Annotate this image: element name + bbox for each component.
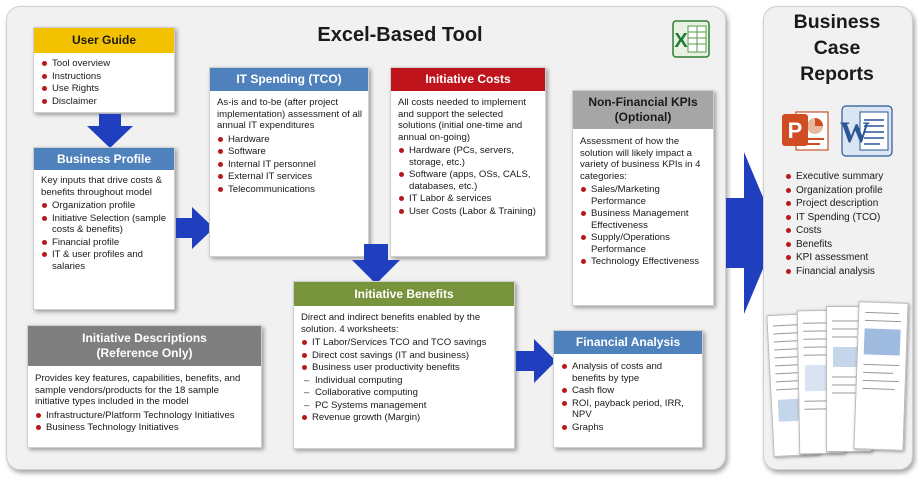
non-financial-item: Supply/Operations Performance (580, 232, 708, 255)
report-item: IT Spending (TCO) (785, 212, 910, 225)
report-item: Project description (785, 198, 910, 211)
initiative-costs-header: Initiative Costs (391, 68, 545, 91)
financial-analysis-item: Graphs (561, 422, 697, 434)
initiative-benefits-header: Initiative Benefits (294, 282, 514, 306)
financial-analysis-item: ROI, payback period, IRR, NPV (561, 398, 697, 421)
excel-icon: X (672, 20, 710, 58)
reports-title-line: Case (813, 37, 861, 59)
initiative-costs-item: User Costs (Labor & Training) (398, 206, 540, 218)
business-profile-box: Business Profile Key inputs that drive c… (33, 147, 175, 310)
it-spending-item: Internal IT personnel (217, 159, 363, 171)
initiative-benefits-subitem: Individual computing (301, 375, 509, 387)
financial-analysis-item: Analysis of costs and benefits by type (561, 361, 697, 384)
initiative-costs-box: Initiative Costs All costs needed to imp… (390, 67, 546, 257)
user-guide-item: Instructions (41, 71, 169, 83)
non-financial-title-line: (Optional) (614, 110, 672, 124)
initiative-descriptions-title-line: (Reference Only) (96, 346, 193, 360)
initiative-costs-item: IT Labor & services (398, 193, 540, 205)
main-title: Excel-Based Tool (317, 24, 483, 46)
initiative-descriptions-header: Initiative Descriptions (Reference Only) (28, 326, 261, 366)
reports-title-line: Reports (800, 63, 874, 85)
user-guide-box: User Guide Tool overview Instructions Us… (33, 27, 175, 113)
report-documents-image (766, 300, 909, 460)
user-guide-header: User Guide (34, 28, 174, 53)
non-financial-header: Non-Financial KPIs (Optional) (573, 91, 713, 129)
business-profile-item: Organization profile (41, 200, 169, 212)
financial-analysis-box: Financial Analysis Analysis of costs and… (553, 330, 703, 448)
down-arrow-icon (352, 244, 400, 284)
powerpoint-icon: P (780, 104, 832, 156)
it-spending-item: External IT services (217, 171, 363, 183)
report-item: Executive summary (785, 171, 910, 184)
right-arrow-icon (726, 152, 778, 314)
initiative-descriptions-text: Provides key features, capabilities, ben… (35, 373, 241, 407)
initiative-benefits-item: Revenue growth (Margin) (301, 412, 509, 424)
initiative-benefits-item: Business user productivity benefits (301, 362, 509, 374)
user-guide-item: Tool overview (41, 58, 169, 70)
financial-analysis-title: Financial Analysis (575, 335, 681, 349)
reports-title: Business Case Reports (763, 9, 911, 87)
user-guide-title: User Guide (71, 33, 137, 47)
business-profile-item: Financial profile (41, 237, 169, 249)
it-spending-title: IT Spending (TCO) (236, 72, 342, 86)
user-guide-item: Disclaimer (41, 96, 169, 108)
right-arrow-icon (176, 207, 214, 249)
svg-text:W: W (840, 116, 870, 149)
business-profile-item: IT & user profiles and salaries (41, 249, 169, 272)
business-profile-title: Business Profile (56, 152, 152, 166)
right-arrow-icon (516, 339, 556, 383)
non-financial-item: Technology Effectiveness (580, 256, 708, 268)
initiative-descriptions-box: Initiative Descriptions (Reference Only)… (27, 325, 262, 448)
it-spending-item: Software (217, 146, 363, 158)
reports-list: Executive summary Organization profile P… (785, 170, 910, 279)
initiative-benefits-text: Direct and indirect benefits enabled by … (301, 312, 481, 335)
user-guide-item: Use Rights (41, 83, 169, 95)
it-spending-item: Hardware (217, 134, 363, 146)
financial-analysis-item: Cash flow (561, 385, 697, 397)
report-item: Costs (785, 225, 910, 238)
non-financial-kpis-box: Non-Financial KPIs (Optional) Assessment… (572, 90, 714, 306)
initiative-benefits-subitem: PC Systems management (301, 400, 509, 412)
non-financial-text: Assessment of how the solution will like… (580, 136, 701, 182)
initiative-costs-item: Software (apps, OSs, CALS, databases, et… (398, 169, 540, 192)
business-profile-item: Initiative Selection (sample costs & ben… (41, 213, 169, 236)
business-profile-header: Business Profile (34, 148, 174, 170)
it-spending-header: IT Spending (TCO) (210, 68, 368, 91)
business-profile-text: Key inputs that drive costs & benefits t… (41, 175, 163, 198)
it-spending-box: IT Spending (TCO) As-is and to-be (after… (209, 67, 369, 257)
initiative-descriptions-item: Infrastructure/Platform Technology Initi… (35, 410, 256, 422)
initiative-benefits-item: Direct cost savings (IT and business) (301, 350, 509, 362)
it-spending-item: Telecommunications (217, 184, 363, 196)
svg-text:X: X (674, 30, 688, 52)
initiative-benefits-box: Initiative Benefits Direct and indirect … (293, 281, 515, 449)
reports-title-line: Business (793, 11, 881, 33)
down-arrow-icon (87, 114, 133, 148)
word-icon: W (840, 104, 894, 158)
initiative-benefits-subitem: Collaborative computing (301, 387, 509, 399)
financial-analysis-header: Financial Analysis (554, 331, 702, 354)
report-item: Organization profile (785, 185, 910, 198)
it-spending-text: As-is and to-be (after project implement… (217, 97, 363, 131)
initiative-descriptions-title-line: Initiative Descriptions (82, 331, 207, 345)
report-item: Financial analysis (785, 266, 910, 279)
svg-text:P: P (788, 118, 803, 143)
non-financial-item: Sales/Marketing Performance (580, 184, 708, 207)
initiative-costs-text: All costs needed to implement and suppor… (398, 97, 526, 143)
initiative-costs-title: Initiative Costs (425, 72, 511, 86)
report-item: Benefits (785, 239, 910, 252)
report-item: KPI assessment (785, 252, 910, 265)
initiative-benefits-title: Initiative Benefits (354, 287, 454, 301)
non-financial-item: Business Management Effectiveness (580, 208, 708, 231)
initiative-benefits-item: IT Labor/Services TCO and TCO savings (301, 337, 509, 349)
initiative-descriptions-item: Business Technology Initiatives (35, 422, 256, 434)
non-financial-title-line: Non-Financial KPIs (588, 95, 698, 109)
initiative-costs-item: Hardware (PCs, servers, storage, etc.) (398, 145, 540, 168)
